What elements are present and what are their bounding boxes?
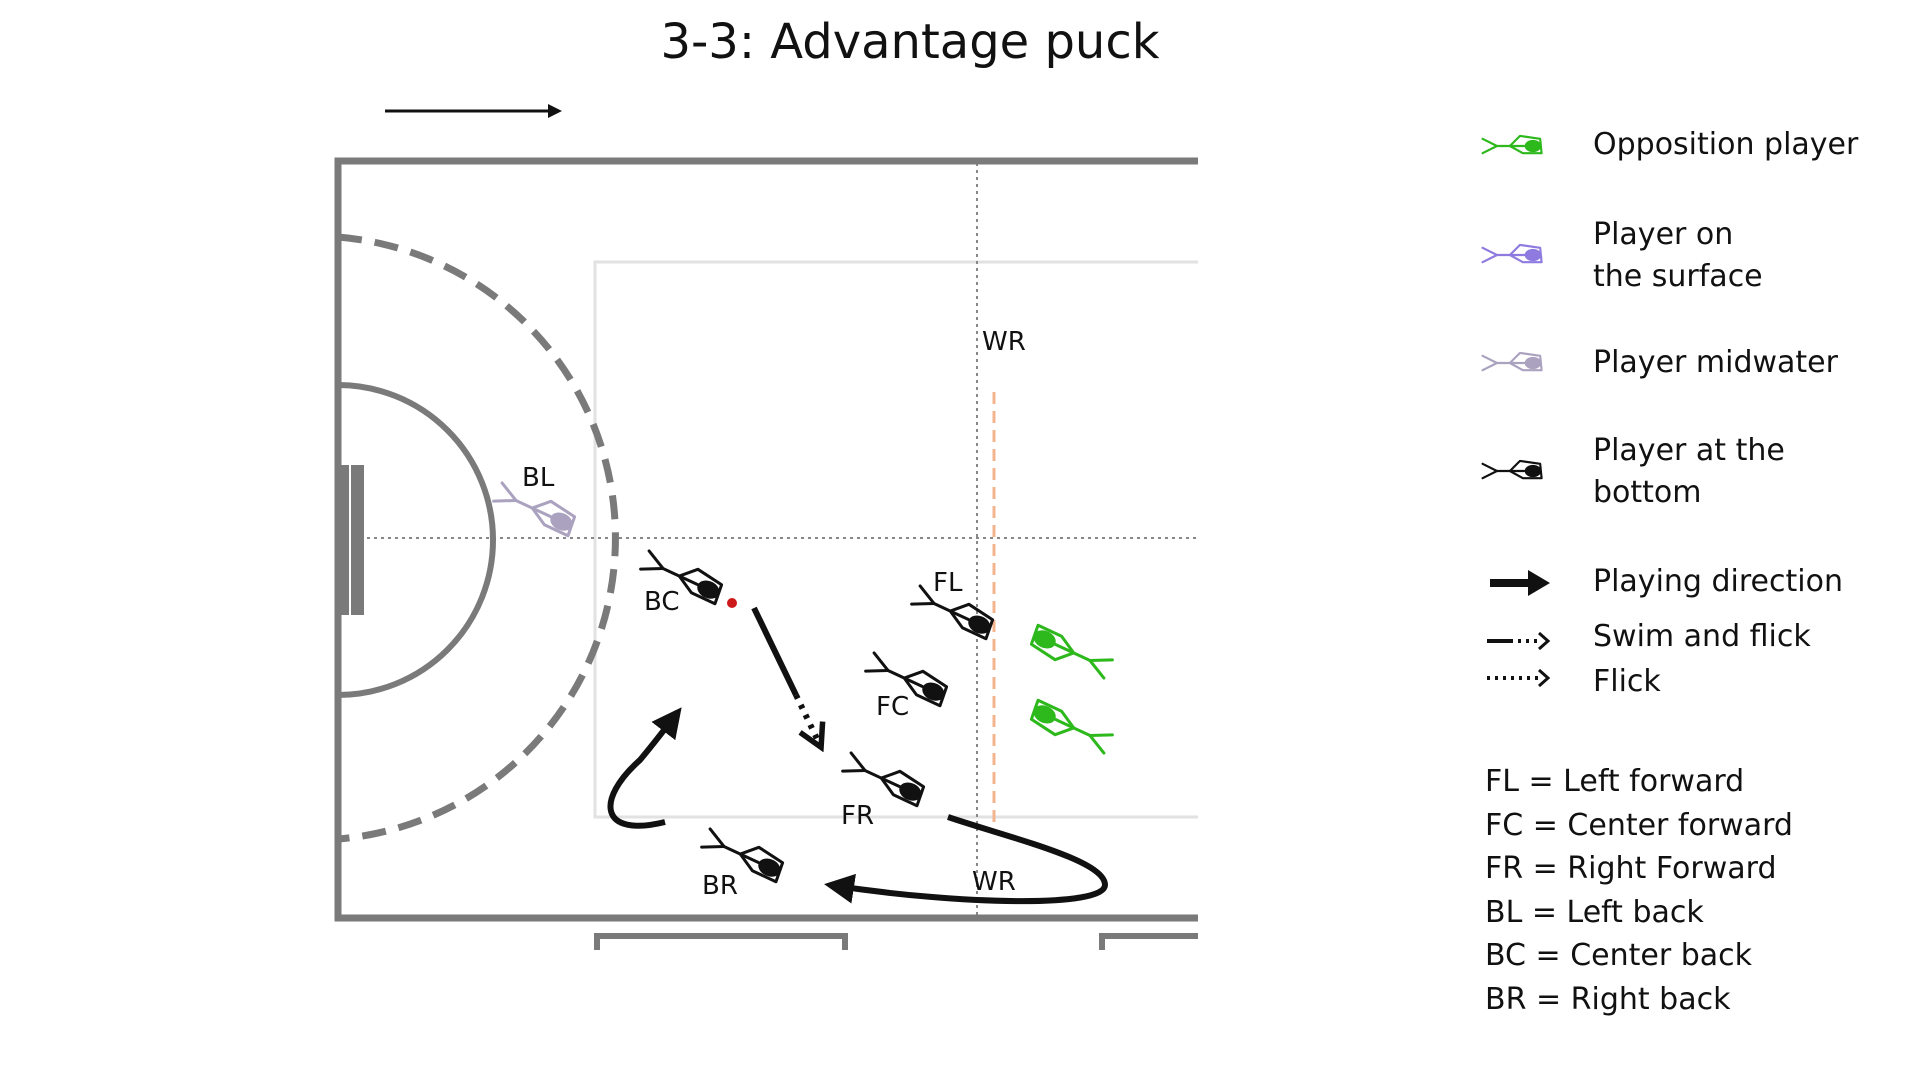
label-BC: BC — [644, 587, 680, 617]
abbreviation-list: FL = Left forward FC = Center forward FR… — [1485, 760, 1793, 1021]
label-BR: BR — [702, 871, 738, 901]
abbreviation-item: BL = Left back — [1485, 894, 1704, 930]
swim-path — [751, 606, 799, 697]
opposition-player-1 — [1026, 623, 1114, 684]
label-FC: FC — [876, 692, 909, 722]
legend-swim-and-flick-icon — [1487, 631, 1551, 651]
pool-outline — [334, 157, 1198, 922]
legend-midwater-label: Player midwater — [1593, 345, 1838, 380]
direction-arrow-head — [548, 104, 562, 118]
legend-swim-and-flick-label: Swim and flick — [1593, 619, 1811, 654]
legend-bottom-icon — [1481, 459, 1543, 480]
legend-surface-label: Player on the surface — [1593, 217, 1763, 294]
inner-box — [593, 260, 1198, 819]
abbreviation-item: FR = Right Forward — [1485, 851, 1777, 886]
bench-left — [594, 933, 848, 950]
label-FL: FL — [933, 568, 963, 598]
abbreviation-item: BC = Center back — [1485, 938, 1753, 973]
bench-right — [1099, 933, 1198, 950]
abbreviation-item: FL = Left forward — [1485, 764, 1745, 799]
legend-opposition-label: Opposition player — [1593, 127, 1859, 162]
legend-opposition-icon — [1481, 134, 1543, 155]
label-BL: BL — [522, 463, 555, 493]
diagram-title: 3-3: Advantage puck — [660, 14, 1160, 70]
legend-midwater-icon — [1481, 351, 1543, 372]
opposition-player-2 — [1026, 698, 1114, 759]
label-FR: FR — [841, 801, 874, 831]
legend-bottom-label: Player at the bottom — [1593, 433, 1785, 510]
legend-surface-icon — [1481, 243, 1543, 264]
loop-arrow — [824, 814, 1109, 905]
puck — [727, 598, 737, 608]
flick-path — [793, 693, 820, 745]
legend-flick-label: Flick — [1593, 664, 1661, 699]
legend-flick-icon — [1487, 668, 1551, 688]
abbreviation-item: FC = Center forward — [1485, 807, 1793, 843]
player-FR — [841, 747, 929, 808]
abbreviation-item: BR = Right back — [1485, 981, 1731, 1017]
label-WR-top: WR — [982, 327, 1026, 357]
goal-arc-dashed — [337, 233, 619, 843]
curve-arrow-left — [607, 707, 682, 829]
legend-playing-direction-label: Playing direction — [1593, 564, 1843, 599]
goal-arc-solid — [337, 382, 496, 698]
label-WR-bottom: WR — [972, 867, 1016, 897]
